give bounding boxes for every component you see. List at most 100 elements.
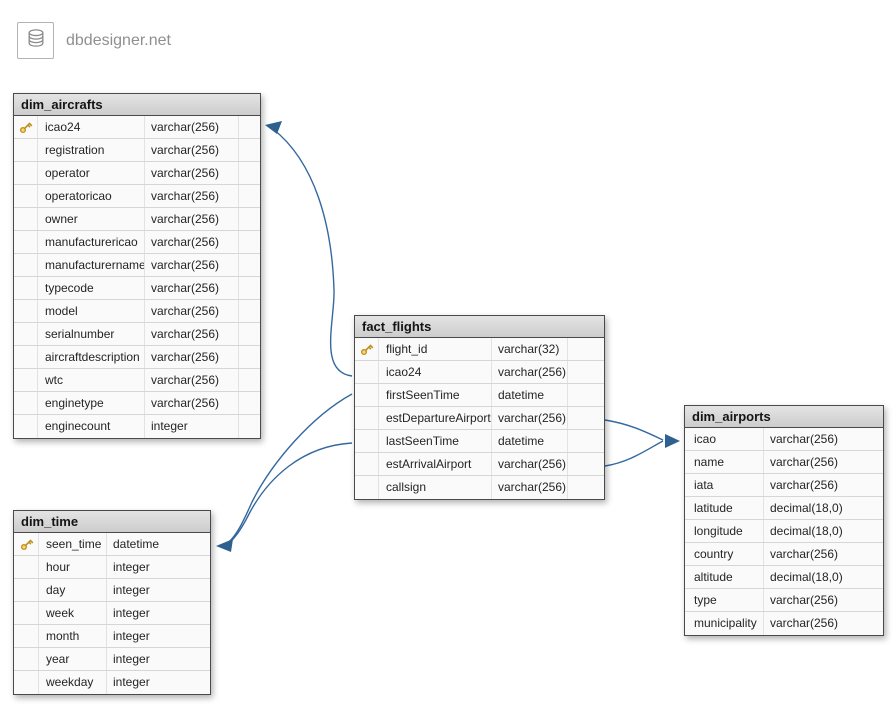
table-row[interactable]: latitude decimal(18,0)	[685, 497, 883, 520]
row-spacer	[239, 208, 260, 230]
table-row[interactable]: type varchar(256)	[685, 589, 883, 612]
table-row[interactable]: flight_id varchar(32)	[355, 338, 604, 361]
table-row[interactable]: manufacturername varchar(256)	[14, 254, 260, 277]
field-name: estArrivalAirport	[379, 453, 492, 475]
field-name: name	[685, 451, 764, 473]
table-row[interactable]: operatoricao varchar(256)	[14, 185, 260, 208]
table-dim-airports[interactable]: dim_airports icao varchar(256) name varc…	[684, 405, 884, 636]
field-type: integer	[113, 606, 150, 620]
field-type: varchar(256)	[145, 162, 239, 184]
table-row[interactable]: seen_time datetime	[14, 533, 210, 556]
table-row[interactable]: month integer	[14, 625, 210, 648]
row-spacer	[239, 116, 260, 138]
field-type: varchar(256)	[492, 476, 568, 499]
key-cell-empty	[14, 602, 39, 624]
key-cell-empty	[14, 231, 38, 253]
key-cell-empty	[355, 361, 379, 383]
key-cell-empty	[14, 346, 38, 368]
key-cell-empty	[14, 556, 39, 578]
table-row[interactable]: enginetype varchar(256)	[14, 392, 260, 415]
field-type: integer	[113, 583, 150, 597]
field-type: integer	[113, 629, 150, 643]
field-type: decimal(18,0)	[770, 501, 843, 515]
field-name: aircraftdescription	[38, 346, 145, 368]
table-row[interactable]: enginecount integer	[14, 415, 260, 438]
table-row[interactable]: estArrivalAirport varchar(256)	[355, 453, 604, 476]
field-type: datetime	[492, 384, 568, 406]
database-logo-box	[17, 22, 54, 59]
field-name: icao24	[38, 116, 145, 138]
table-header-dim-time[interactable]: dim_time	[14, 511, 210, 533]
field-name: seen_time	[39, 533, 107, 555]
table-row[interactable]: callsign varchar(256)	[355, 476, 604, 499]
table-dim-aircrafts[interactable]: dim_aircrafts icao24 varchar(256) regist…	[13, 93, 261, 439]
row-spacer	[568, 430, 604, 452]
table-row[interactable]: serialnumber varchar(256)	[14, 323, 260, 346]
field-name: manufacturericao	[38, 231, 145, 253]
app-logo: dbdesigner.net	[17, 22, 171, 59]
field-type: varchar(256)	[770, 616, 839, 630]
field-type: integer	[113, 560, 150, 574]
key-cell-empty	[14, 139, 38, 161]
row-spacer	[568, 407, 604, 429]
table-row[interactable]: aircraftdescription varchar(256)	[14, 346, 260, 369]
field-name: altitude	[685, 566, 764, 588]
table-row[interactable]: typecode varchar(256)	[14, 277, 260, 300]
table-row[interactable]: icao24 varchar(256)	[355, 361, 604, 384]
row-spacer	[568, 361, 604, 383]
arrowhead-dim-aircrafts	[265, 121, 282, 134]
key-cell-empty	[14, 648, 39, 670]
table-row[interactable]: registration varchar(256)	[14, 139, 260, 162]
field-type: varchar(256)	[145, 185, 239, 207]
table-header-fact-flights[interactable]: fact_flights	[355, 316, 604, 338]
field-type: varchar(256)	[145, 139, 239, 161]
field-name: icao	[685, 428, 764, 450]
row-spacer	[239, 300, 260, 322]
field-name: year	[39, 648, 107, 670]
table-row[interactable]: hour integer	[14, 556, 210, 579]
table-row[interactable]: municipality varchar(256)	[685, 612, 883, 635]
table-row[interactable]: estDepartureAirport varchar(256)	[355, 407, 604, 430]
field-name: operatoricao	[38, 185, 145, 207]
database-icon	[25, 27, 47, 54]
table-row[interactable]: altitude decimal(18,0)	[685, 566, 883, 589]
table-row[interactable]: operator varchar(256)	[14, 162, 260, 185]
table-row[interactable]: iata varchar(256)	[685, 474, 883, 497]
table-row[interactable]: country varchar(256)	[685, 543, 883, 566]
table-row[interactable]: icao varchar(256)	[685, 428, 883, 451]
field-name: hour	[39, 556, 107, 578]
table-header-dim-aircrafts[interactable]: dim_aircrafts	[14, 94, 260, 116]
table-dim-time[interactable]: dim_time seen_time datetime hour integer…	[13, 510, 211, 695]
key-cell-empty	[14, 369, 38, 391]
arrowhead-dim-time	[216, 539, 233, 552]
table-row[interactable]: wtc varchar(256)	[14, 369, 260, 392]
row-spacer	[239, 392, 260, 414]
table-row[interactable]: lastSeenTime datetime	[355, 430, 604, 453]
row-spacer	[239, 139, 260, 161]
primary-key-icon	[355, 338, 379, 360]
table-row[interactable]: year integer	[14, 648, 210, 671]
table-row[interactable]: week integer	[14, 602, 210, 625]
table-header-dim-airports[interactable]: dim_airports	[685, 406, 883, 428]
key-cell-empty	[355, 476, 379, 499]
field-name: enginecount	[38, 415, 145, 438]
table-row[interactable]: owner varchar(256)	[14, 208, 260, 231]
table-row[interactable]: name varchar(256)	[685, 451, 883, 474]
table-row[interactable]: firstSeenTime datetime	[355, 384, 604, 407]
row-spacer	[239, 185, 260, 207]
table-row[interactable]: manufacturericao varchar(256)	[14, 231, 260, 254]
table-row[interactable]: model varchar(256)	[14, 300, 260, 323]
app-title: dbdesigner.net	[66, 31, 171, 49]
table-row[interactable]: longitude decimal(18,0)	[685, 520, 883, 543]
field-name: enginetype	[38, 392, 145, 414]
field-name: serialnumber	[38, 323, 145, 345]
table-row[interactable]: weekday integer	[14, 671, 210, 694]
table-row[interactable]: icao24 varchar(256)	[14, 116, 260, 139]
field-type: varchar(256)	[145, 369, 239, 391]
key-cell-empty	[14, 671, 39, 694]
table-fact-flights[interactable]: fact_flights flight_id varchar(32) icao2…	[354, 315, 605, 500]
table-row[interactable]: day integer	[14, 579, 210, 602]
field-type: varchar(256)	[145, 323, 239, 345]
field-type: varchar(256)	[145, 392, 239, 414]
